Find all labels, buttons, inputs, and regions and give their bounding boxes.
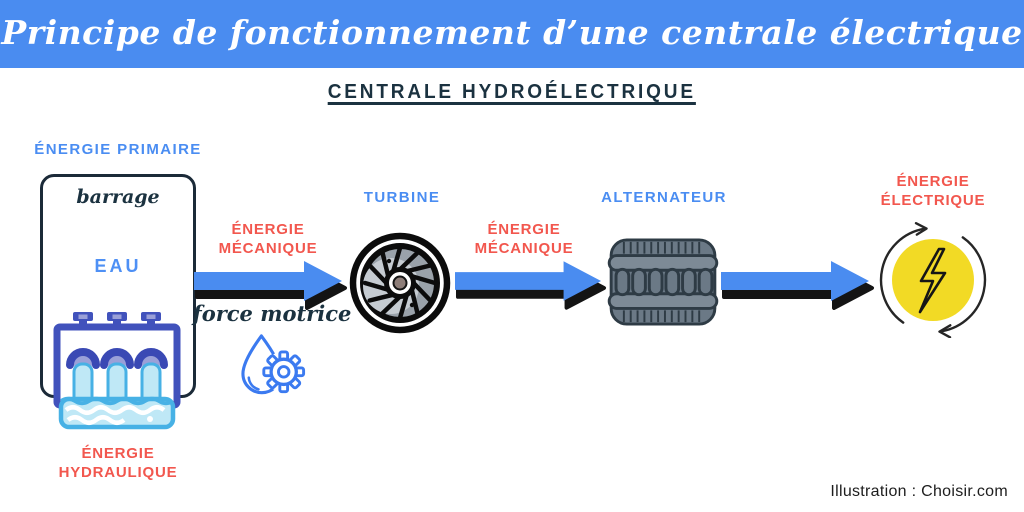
hydraulic-energy-label: ÉNERGIE HYDRAULIQUE: [58, 445, 178, 481]
water-drop-gear-icon: [241, 334, 306, 395]
alternator-icon: [607, 238, 719, 326]
flow-arrow-icon: [455, 261, 607, 310]
dam-text-label: barrage: [76, 186, 160, 208]
mechanical-energy-label-1: ÉNERGIE MÉCANIQUE: [218, 221, 318, 257]
primary-energy-label: ÉNERGIE PRIMAIRE: [34, 141, 202, 158]
page-title: Principe de fonctionnement d’une central…: [1, 13, 1023, 52]
credit-text: Illustration : Choisir.com: [830, 483, 1008, 500]
mechanical-energy-label-2: ÉNERGIE MÉCANIQUE: [474, 221, 574, 257]
gear-icon: [262, 350, 306, 394]
alternator-ribs: [622, 241, 701, 323]
lightning-cycle-icon: [879, 222, 987, 338]
electric-energy-label: ÉNERGIE ÉLECTRIQUE: [880, 173, 986, 209]
dam-icon: [53, 312, 181, 430]
driving-force-label: force motrice: [192, 301, 352, 326]
water-text-label: EAU: [94, 256, 142, 276]
flow-arrow-icon: [721, 261, 874, 310]
diagram-subtitle: CENTRALE HYDROÉLECTRIQUE: [0, 81, 1024, 104]
subtitle-label: CENTRALE HYDROÉLECTRIQUE: [327, 81, 697, 103]
lightning-bolt-icon: [918, 247, 947, 314]
alternator-slots: [614, 267, 714, 297]
alternator-label: ALTERNATEUR: [601, 189, 727, 206]
turbine-label: TURBINE: [363, 189, 441, 206]
header-banner: Principe de fonctionnement d’une central…: [0, 0, 1024, 68]
turbine-icon: [349, 232, 451, 334]
flow-arrow-icon: [194, 261, 347, 310]
dam-water-pool: [58, 396, 176, 430]
cycle-arrows-icon: [879, 222, 987, 338]
